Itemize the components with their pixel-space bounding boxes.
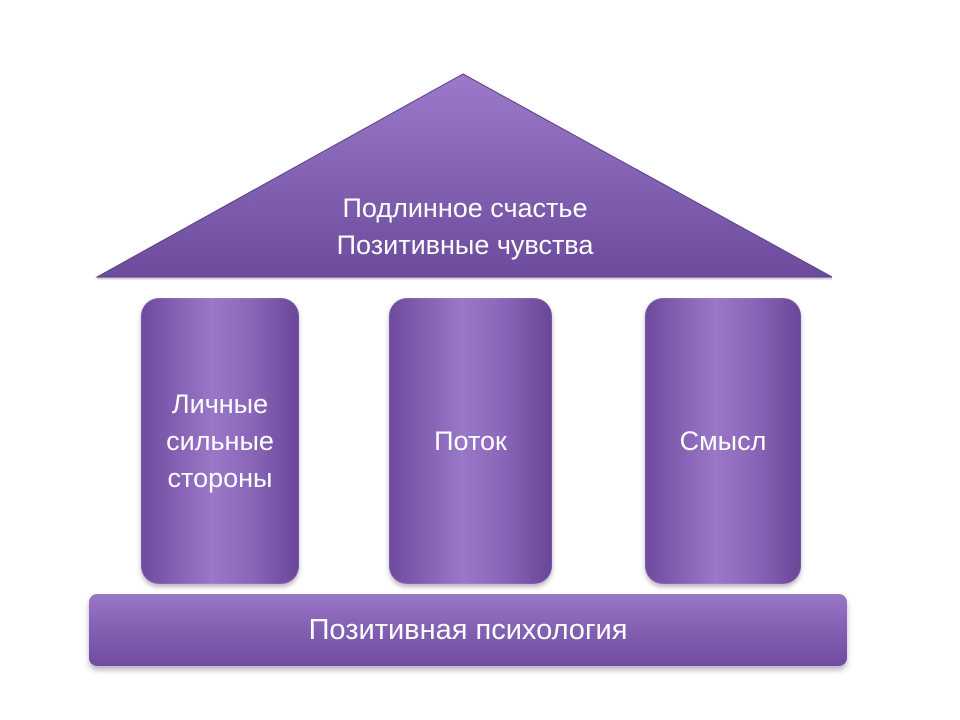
pillar-label: Личные сильные стороны — [166, 388, 274, 493]
roof-subtitle: Позитивные чувства — [336, 230, 594, 260]
roof-title: Подлинное счастье — [342, 193, 588, 223]
foundation-label: Позитивная психология — [308, 613, 628, 646]
pillar-strengths: Личные сильные стороны — [141, 298, 299, 584]
pillar-label: Поток — [434, 425, 507, 456]
pillar-flow: Поток — [389, 298, 552, 584]
roof-text: Подлинное счастье Позитивные чувства — [250, 190, 680, 264]
roof-triangle — [95, 73, 833, 278]
pillar-label: Смысл — [679, 425, 767, 456]
foundation-base: Позитивная психология — [89, 594, 847, 666]
pillar-meaning: Смысл — [645, 298, 801, 584]
roof-shape — [95, 73, 833, 280]
